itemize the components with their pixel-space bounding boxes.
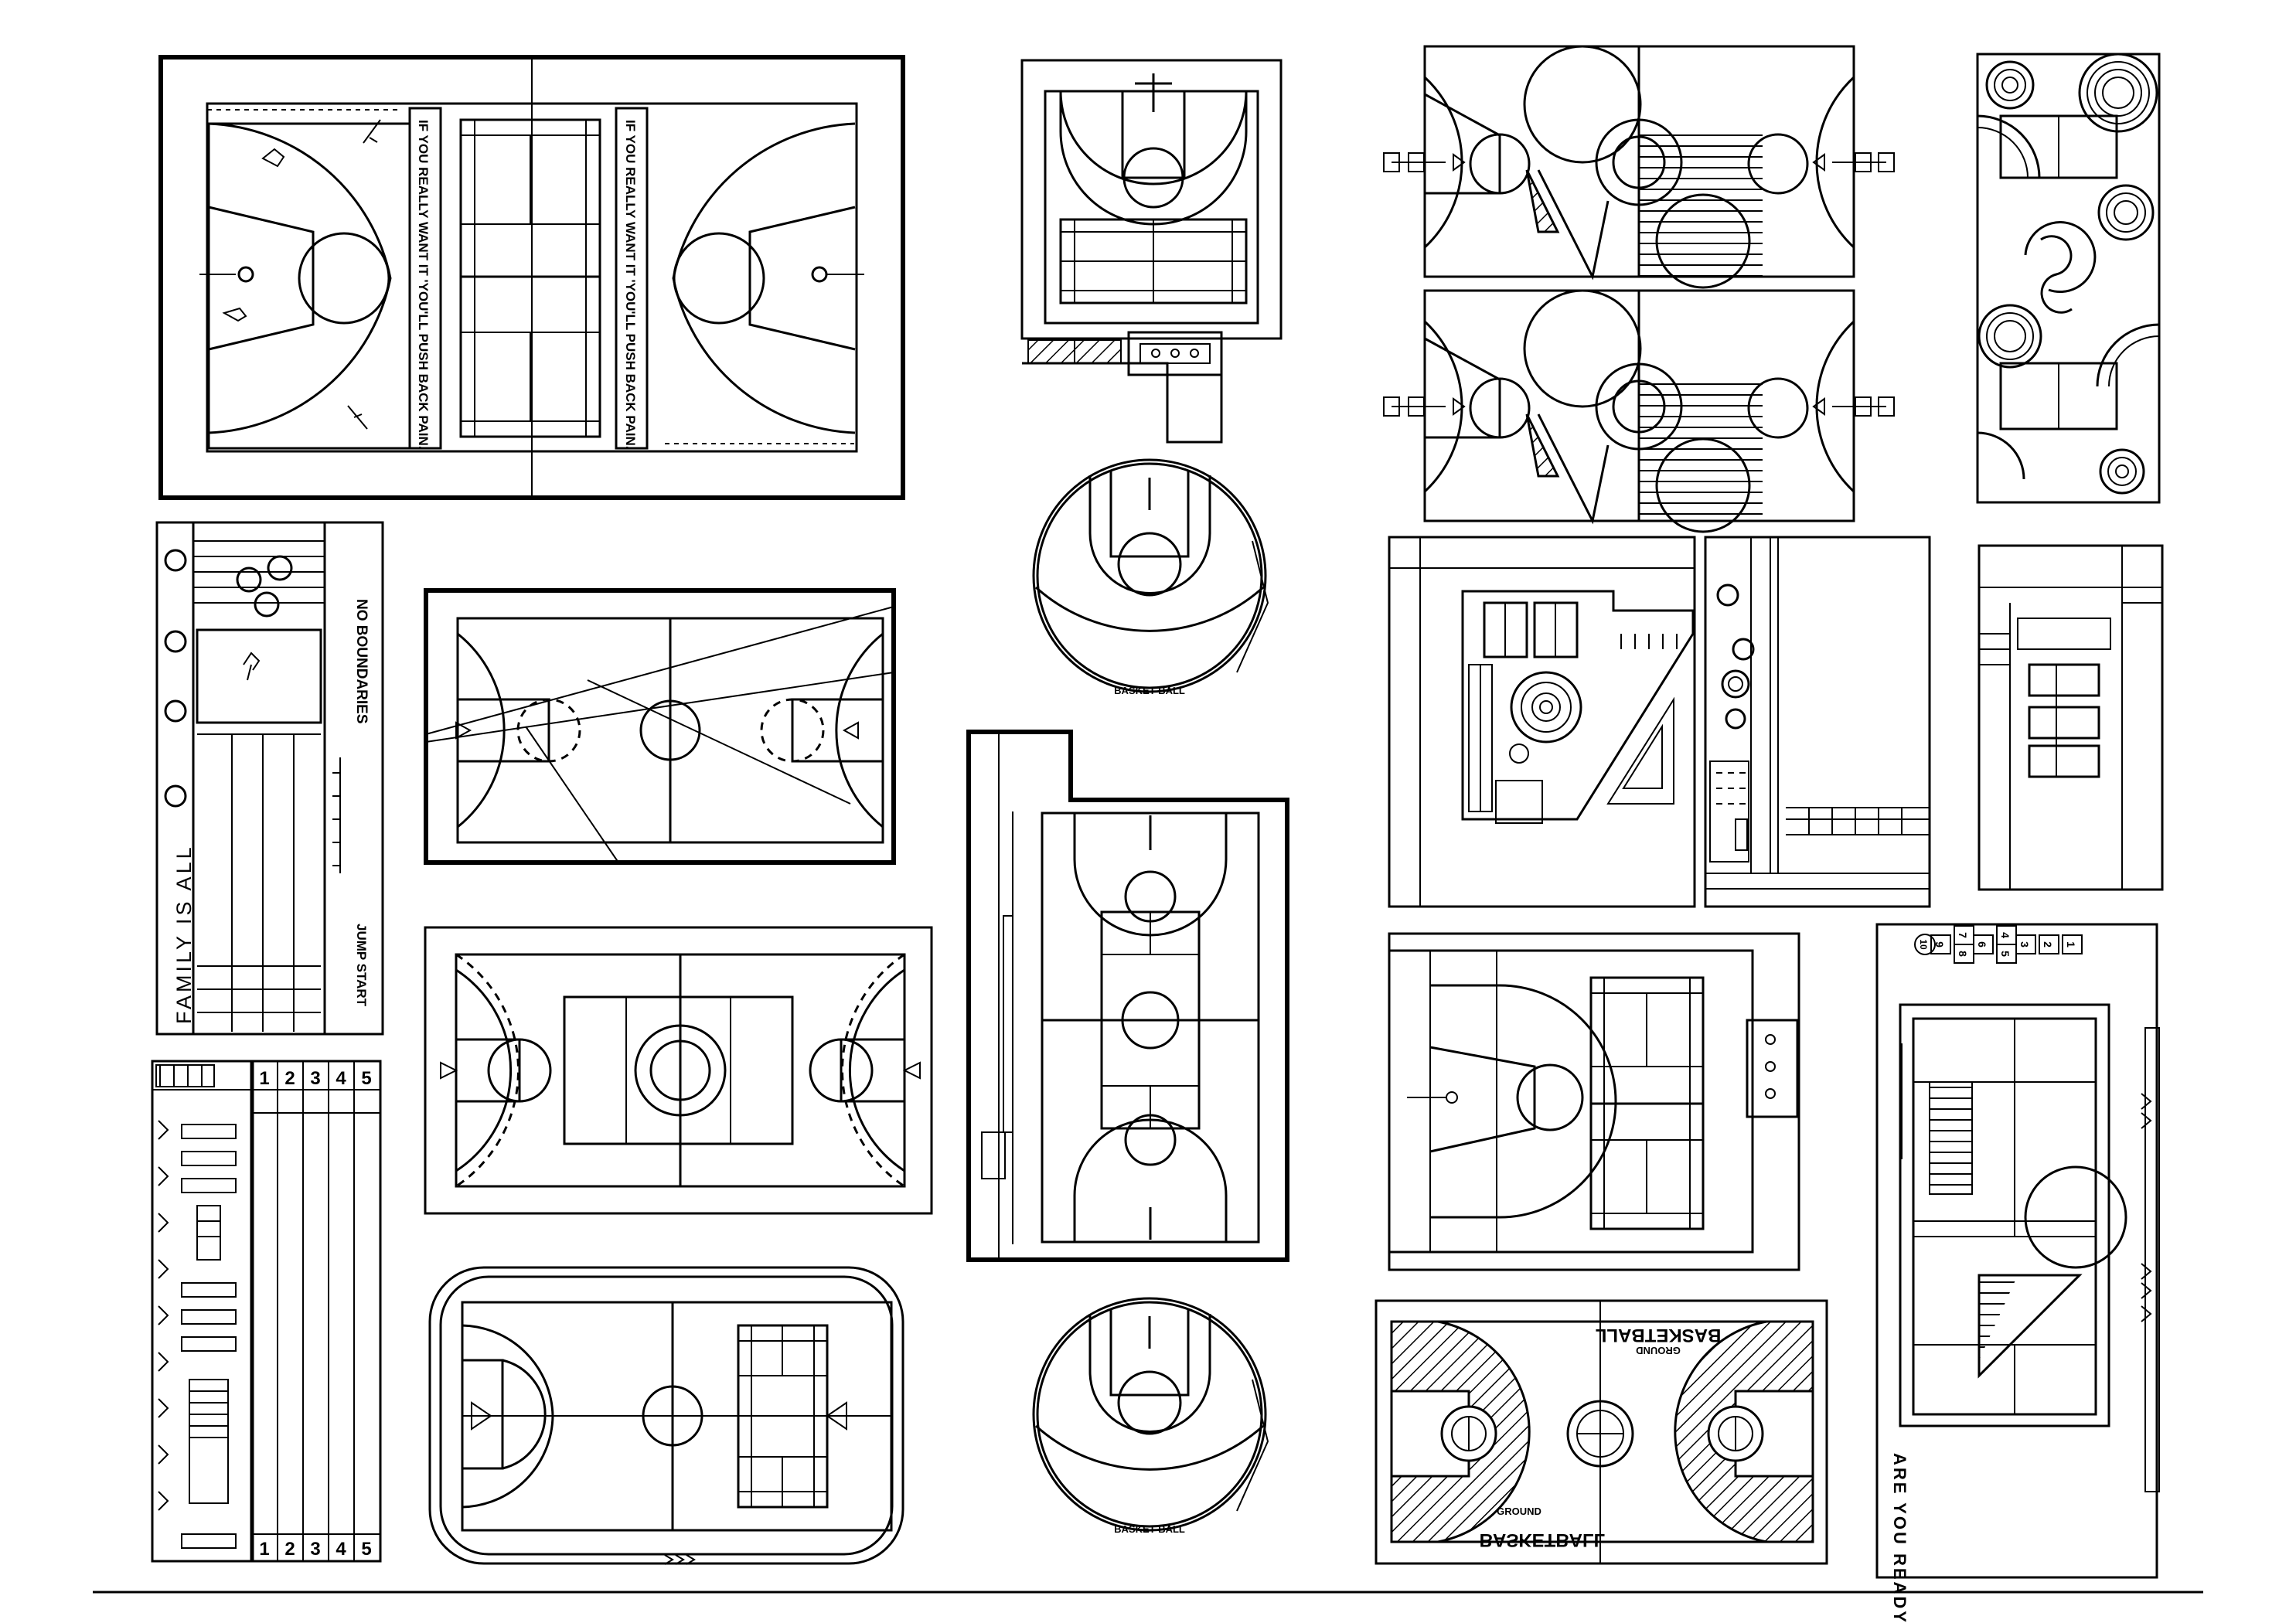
hop-number-5: 5 <box>1999 951 2012 957</box>
hopscotch-numbers: 1 2 34 5 6 7 8 9 10 <box>1914 925 2083 964</box>
hop-number-4: 4 <box>1999 932 2012 938</box>
running-lanes-panel <box>151 1060 382 1563</box>
hop-number-3: 3 <box>2018 941 2031 948</box>
ground-sub-bottom: GROUND <box>1497 1506 1541 1517</box>
round-court-1: BASKET BALL <box>1032 458 1269 696</box>
are-you-ready-panel: ARE YOU READY <box>1875 923 2160 1623</box>
hop-box-5 <box>1996 944 2017 964</box>
slogan-right-text: IF YOU REALLY WANT IT 'YOU'LL PUSH BACK … <box>623 120 638 450</box>
lane-number-bottom-3: 3 <box>310 1539 320 1560</box>
slogan-left-text: IF YOU REALLY WANT IT 'YOU'LL PUSH BACK … <box>416 120 431 450</box>
court-with-badminton-grid <box>1388 932 1800 1271</box>
hop-box-9 <box>1930 934 1951 954</box>
half-court-plan <box>1020 59 1283 444</box>
lane-number-top-3: 3 <box>310 1068 320 1089</box>
geometric-court-bottom <box>1383 289 1895 533</box>
hop-number-1: 1 <box>2065 941 2077 948</box>
lane-number-top-2: 2 <box>284 1068 295 1089</box>
hop-box-8 <box>1954 944 1974 964</box>
lane-number-bottom-1: 1 <box>259 1539 269 1560</box>
ground-sub-top: GROUND <box>1636 1345 1681 1356</box>
hop-number-7: 7 <box>1957 932 1969 938</box>
lane-number-bottom-4: 4 <box>336 1539 346 1560</box>
hop-number-8: 8 <box>1957 951 1969 957</box>
lane-number-top-5: 5 <box>361 1068 371 1089</box>
round-court-2: BASKET BALL <box>1032 1297 1269 1535</box>
rounded-court-plan <box>428 1266 904 1565</box>
court-plan-basketball-badminton: IF YOU REALLY WANT IT 'YOU'LL PUSH BACK … <box>158 55 905 500</box>
activity-strip-panel <box>1704 536 1931 908</box>
basketball-ground-plan: BASKETBALL GROUND GROUND BASKETBALL <box>1375 1299 1828 1565</box>
family-court-panel: FAMILY IS ALL NO BOUNDARIES JUMP START <box>155 521 384 1036</box>
circle-pattern-plaza <box>1976 53 2161 504</box>
court-diagonal-lines <box>424 588 896 865</box>
court-plan-center <box>424 926 933 1215</box>
basket-ball-label-2: BASKET BALL <box>1114 1523 1185 1535</box>
geometric-court-top <box>1383 45 1895 289</box>
no-boundaries-text: NO BOUNDARIES <box>353 599 370 724</box>
hop-number-9: 9 <box>1933 941 1946 948</box>
basketball-title-top: BASKETBALL <box>1596 1325 1722 1346</box>
lane-number-top-1: 1 <box>259 1068 269 1089</box>
hop-number-2: 2 <box>2042 941 2054 948</box>
small-court-panel <box>1977 544 2164 891</box>
hop-box-2 <box>2039 934 2059 954</box>
lane-number-bottom-2: 2 <box>284 1539 295 1560</box>
are-you-ready-text: ARE YOU READY <box>1890 1453 1909 1623</box>
basket-ball-label-1: BASKET BALL <box>1114 685 1185 696</box>
hop-number-6: 6 <box>1976 941 1988 948</box>
hop-end-circle <box>1914 934 1936 955</box>
lane-number-top-4: 4 <box>336 1068 346 1089</box>
angular-court-plan <box>1388 536 1696 908</box>
family-is-all-text: FAMILY IS ALL <box>172 844 196 1024</box>
hop-number-10: 10 <box>1918 939 1929 950</box>
basketball-title-bottom: BASKETBALL <box>1480 1529 1606 1550</box>
jump-start-text: JUMP START <box>354 924 369 1007</box>
lane-number-bottom-5: 5 <box>361 1539 371 1560</box>
hop-box-1 <box>2062 934 2083 954</box>
player-figure-icon <box>222 119 381 430</box>
vertical-court-plan <box>966 730 1289 1262</box>
